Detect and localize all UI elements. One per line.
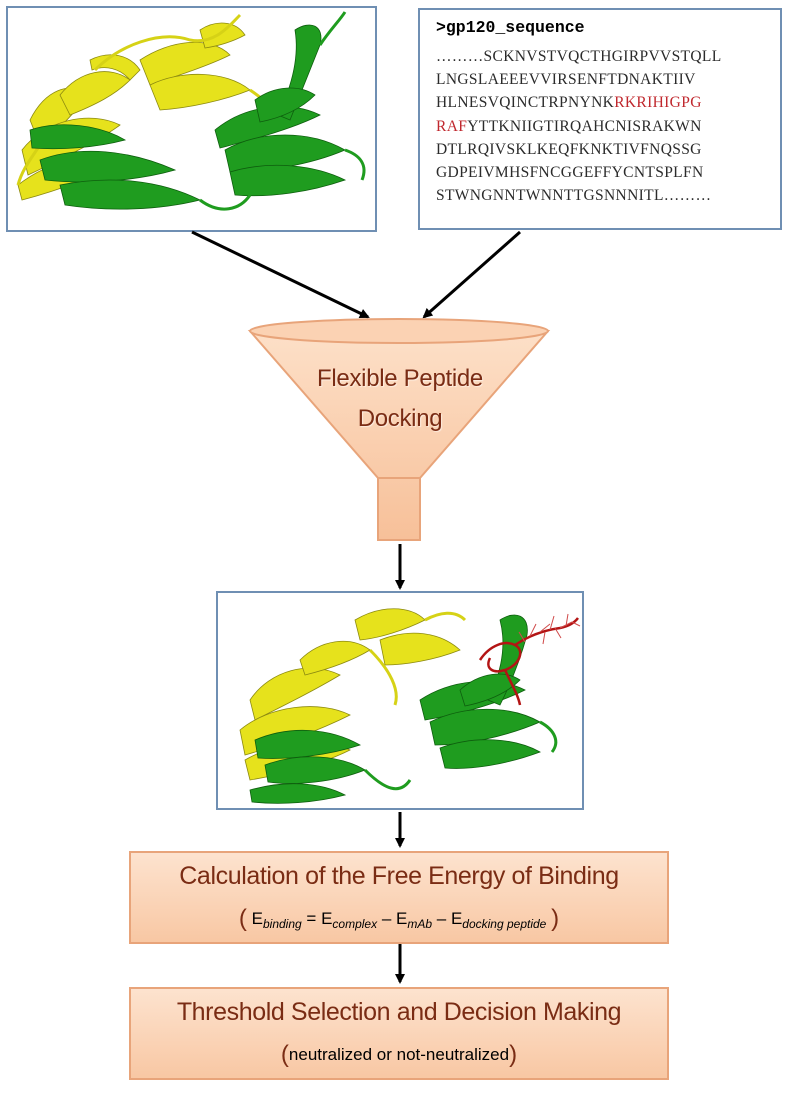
- funnel-label-line2: Docking: [357, 405, 443, 432]
- sequence-line: LNGSLAEEEVVIRSENFTDNAKTIIV: [436, 71, 696, 89]
- complex-yellow-loops: [368, 611, 467, 706]
- sequence-line: STWNGNNTWNNTTGSNNNITL………: [436, 187, 712, 205]
- antibody-structure-panel: [6, 6, 377, 232]
- sequence-line: HLNESVQINCTRPNYNKRKRIHIGPG: [436, 94, 702, 112]
- complex-structure-panel: [216, 591, 584, 810]
- threshold-subtitle: (neutralized or not-neutralized): [280, 1041, 518, 1068]
- docking-funnel: [247, 318, 551, 541]
- threshold-box: [129, 987, 669, 1080]
- green-loops: [199, 11, 366, 211]
- sequence-line: DTLRQIVSKLKEQFKNKTIVFNQSSG: [436, 140, 702, 158]
- threshold-box-title: Threshold Selection and Decision Making: [176, 998, 622, 1026]
- complex-green-loops: [363, 720, 558, 791]
- binding-box-title: Calculation of the Free Energy of Bindin…: [179, 862, 619, 890]
- epitope-highlight: RAF: [436, 117, 468, 135]
- arrow-structure-to-funnel: [191, 230, 370, 319]
- peptide-side-chains: [518, 613, 581, 645]
- funnel-label-line1: Flexible Peptide: [317, 365, 483, 392]
- sequence-panel: >gp120_sequence ………SCKNVSTVQCTHGIRPVVSTQ…: [418, 8, 782, 230]
- binding-energy-box: [129, 851, 669, 944]
- sequence-line: GDPEIVMHSFNCGGEFFYCNTSPLFN: [436, 164, 704, 182]
- epitope-highlight: RKRIHIGPG: [614, 94, 702, 112]
- complex-green-chain: [249, 614, 541, 804]
- sequence-lines: ………SCKNVSTVQCTHGIRPVVSTQLL LNGSLAEEEVVIR…: [436, 45, 780, 207]
- sequence-title: >gp120_sequence: [436, 18, 585, 37]
- sequence-line: ………SCKNVSTVQCTHGIRPVVSTQLL: [436, 48, 722, 65]
- sequence-line: RAFYTTKNIIGTIRQAHCNISRAKWN: [436, 117, 702, 135]
- binding-equation: ( Ebinding = Ecomplex – EmAb – Edocking …: [238, 905, 560, 932]
- arrow-sequence-to-funnel: [422, 230, 521, 319]
